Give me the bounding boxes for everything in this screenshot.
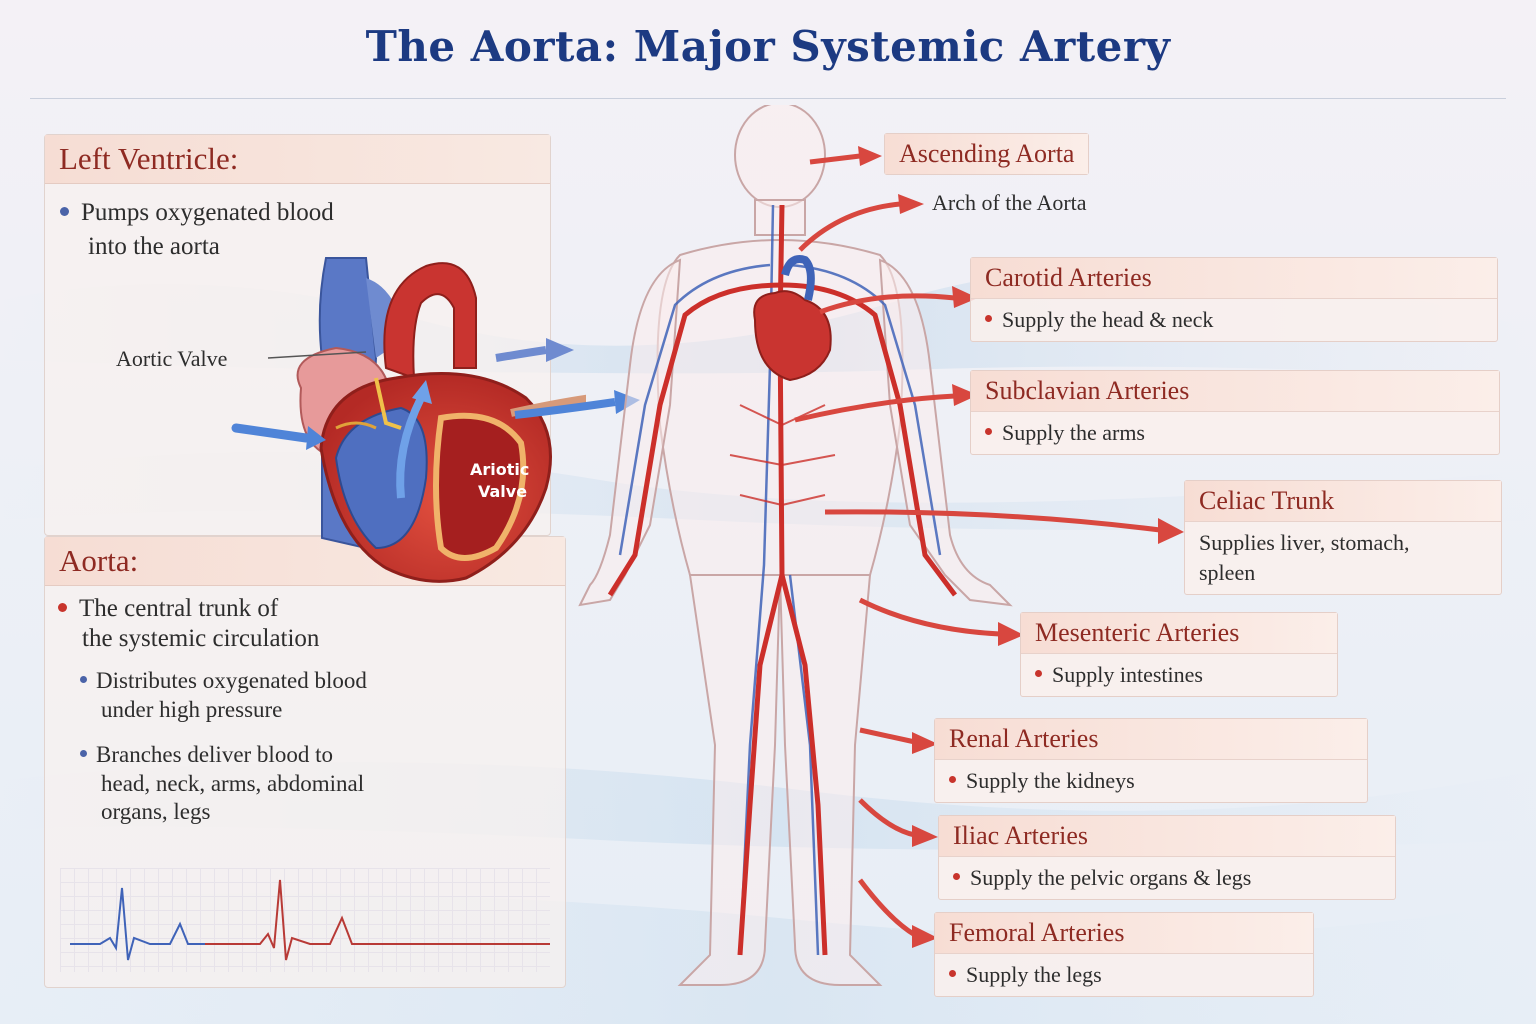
mesenteric-title: Mesenteric Arteries <box>1021 613 1337 654</box>
aorta-bullet-3-cont-2: organs, legs <box>101 799 211 824</box>
bullet-dot <box>58 602 67 612</box>
carotid-label: Carotid Arteries Supply the head & neck <box>970 257 1498 342</box>
bullet-dot <box>949 776 956 784</box>
aorta-bullet-2-cont: under high pressure <box>101 697 283 722</box>
femoral-label: Femoral Arteries Supply the legs <box>934 912 1314 997</box>
body-illustration <box>578 105 1013 986</box>
aorta-bullet-3: Branches deliver blood to <box>80 740 333 770</box>
left-ventricle-bullet: Pumps oxygenated blood <box>60 198 334 228</box>
bullet-dot <box>953 873 960 881</box>
renal-label: Renal Arteries Supply the kidneys <box>934 718 1368 803</box>
title-divider <box>30 98 1506 99</box>
subclavian-label: Subclavian Arteries Supply the arms <box>970 370 1500 455</box>
ecg-trace <box>70 879 550 961</box>
left-ventricle-heading: Left Ventricle: <box>45 135 550 184</box>
heart-illustration <box>231 257 586 583</box>
femoral-text: Supply the legs <box>935 954 1313 996</box>
aorta-bullet-3-cont-1: head, neck, arms, abdominal <box>101 771 365 796</box>
arch-of-aorta-label: Arch of the Aorta <box>932 190 1087 215</box>
iliac-title: Iliac Arteries <box>939 816 1395 857</box>
renal-title: Renal Arteries <box>935 719 1367 760</box>
mesenteric-label: Mesenteric Arteries Supply intestines <box>1020 612 1338 697</box>
celiac-title: Celiac Trunk <box>1185 481 1501 522</box>
ascending-aorta-label: Ascending Aorta <box>884 133 1090 175</box>
ecg-strip <box>60 868 550 972</box>
ariotic-valve-label-1: Ariotic <box>470 460 530 479</box>
bullet-dot <box>60 206 69 216</box>
bullet-dot <box>985 315 992 323</box>
bullet-dot <box>80 750 87 758</box>
subclavian-text: Supply the arms <box>971 412 1499 454</box>
page-title: The Aorta: Major Systemic Artery <box>365 22 1171 71</box>
iliac-label: Iliac Arteries Supply the pelvic organs … <box>938 815 1396 900</box>
aortic-valve-label: Aortic Valve <box>116 346 228 371</box>
aorta-bullet-1: The central trunk of <box>58 594 278 624</box>
carotid-text: Supply the head & neck <box>971 299 1497 341</box>
ariotic-valve-label-2: Valve <box>478 482 528 501</box>
mesenteric-text: Supply intestines <box>1021 654 1337 696</box>
bullet-dot <box>1035 670 1042 678</box>
femoral-title: Femoral Arteries <box>935 913 1313 954</box>
ascending-aorta-title: Ascending Aorta <box>885 134 1089 174</box>
iliac-text: Supply the pelvic organs & legs <box>939 857 1395 899</box>
bullet-dot <box>949 970 956 978</box>
aorta-bullet-2: Distributes oxygenated blood <box>80 666 367 696</box>
renal-text: Supply the kidneys <box>935 760 1367 802</box>
carotid-title: Carotid Arteries <box>971 258 1497 299</box>
aortic-valve-leader <box>267 351 367 359</box>
subclavian-title: Subclavian Arteries <box>971 371 1499 412</box>
aorta-bullet-1-cont: the systemic circulation <box>82 625 320 652</box>
left-ventricle-bullet-cont: into the aorta <box>88 233 220 260</box>
celiac-text: Supplies liver, stomach, spleen <box>1199 530 1410 585</box>
bullet-dot <box>80 676 87 684</box>
celiac-label: Celiac Trunk Supplies liver, stomach, sp… <box>1184 480 1502 595</box>
bullet-dot <box>985 428 992 436</box>
